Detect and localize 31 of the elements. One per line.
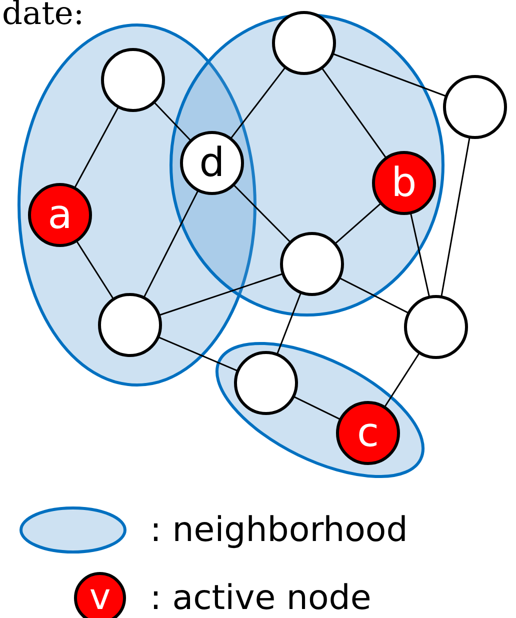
edge-line bbox=[410, 213, 430, 297]
edge-line bbox=[276, 292, 302, 354]
edge-line bbox=[321, 68, 387, 158]
node-circle bbox=[280, 232, 344, 296]
edge-line bbox=[230, 67, 286, 139]
edge-line bbox=[143, 190, 199, 298]
node-label: c bbox=[357, 413, 379, 453]
legend-text: : active node bbox=[150, 578, 372, 618]
node-circle bbox=[180, 131, 244, 195]
legend-text: : neighborhood bbox=[150, 510, 408, 550]
edge-line bbox=[332, 53, 446, 97]
node-circle bbox=[234, 351, 298, 415]
heading-text: date: bbox=[2, 0, 84, 32]
active-node-circle bbox=[372, 151, 436, 215]
edge-line bbox=[384, 352, 420, 408]
edge-line bbox=[233, 184, 291, 242]
edge-line bbox=[339, 277, 409, 314]
edge-line bbox=[158, 336, 238, 372]
edge-line bbox=[334, 202, 382, 244]
edge-line bbox=[74, 106, 119, 188]
node-label: d bbox=[199, 143, 225, 183]
edge-line bbox=[159, 273, 283, 316]
node-circle bbox=[272, 11, 336, 75]
node-label: a bbox=[48, 195, 72, 235]
edge-line bbox=[440, 137, 470, 297]
edge-line bbox=[294, 396, 340, 420]
edge-line bbox=[154, 102, 192, 142]
node-label: b bbox=[391, 163, 417, 203]
active-node-circle bbox=[336, 401, 400, 465]
legend-symbol-text: v bbox=[89, 580, 111, 616]
edge-line bbox=[76, 240, 114, 300]
